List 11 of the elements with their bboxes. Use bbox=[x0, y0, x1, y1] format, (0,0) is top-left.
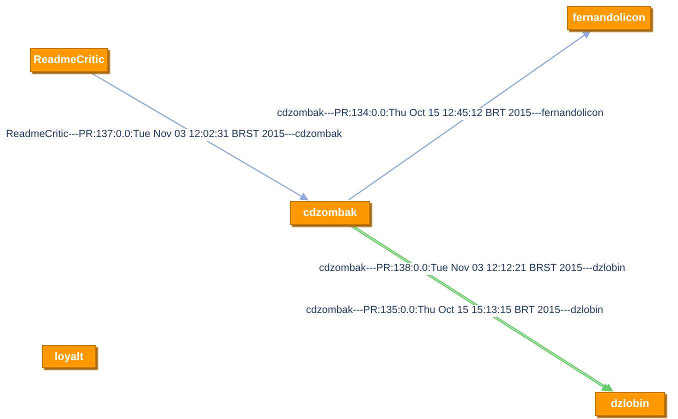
user-node: dzlobin bbox=[595, 392, 665, 416]
user-node: cdzombak bbox=[290, 201, 370, 225]
arrow bbox=[90, 72, 309, 201]
user-node: loyalt bbox=[42, 345, 96, 368]
edge-label: ReadmeCritic---PR:137:0.0:Tue Nov 03 12:02:31 BRST 2015---cdzombak bbox=[5, 129, 343, 141]
user-node: ReadmeCritic bbox=[30, 48, 108, 72]
user-node: fernandolicon bbox=[567, 6, 651, 30]
edge-label: cdzombak---PR:135:0.0:Thu Oct 15 15:13:15 BRT 2015---dzlobin bbox=[305, 305, 604, 317]
arrow bbox=[348, 30, 592, 200]
edge-label: cdzombak---PR:138:0.0:Tue Nov 03 12:12:21 BRST 2015---dzlobin bbox=[318, 263, 626, 275]
edge-label: cdzombak---PR:134:0.0:Thu Oct 15 12:45:12 BRT 2015---fernandolicon bbox=[276, 108, 604, 120]
